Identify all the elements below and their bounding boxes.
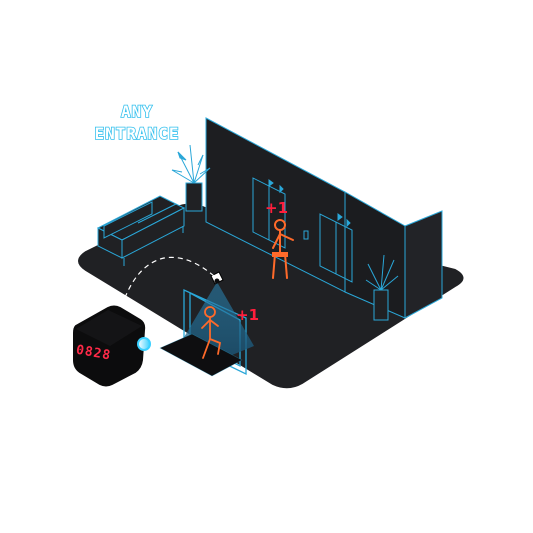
potted-plant-icon <box>365 254 399 321</box>
headline-any: ANY <box>121 102 153 121</box>
sofa-icon <box>96 195 186 266</box>
potted-plant-icon <box>171 144 211 212</box>
counter-display: 0828 <box>75 343 112 364</box>
side-wall-right <box>404 210 443 319</box>
door-plus-badge: +1 <box>236 306 259 324</box>
person-icon <box>272 219 294 279</box>
sensor-icon <box>210 271 224 285</box>
elevator-icon <box>252 177 286 249</box>
people-counter-device-icon: 0828 <box>73 305 151 387</box>
person-icon <box>201 306 222 359</box>
status-led <box>137 337 151 351</box>
headline-entrance: ENTRANCE <box>94 124 179 143</box>
elevator-icon <box>303 213 353 283</box>
wireless-link-arc <box>123 256 215 301</box>
elevator-plus-badge: +1 <box>265 199 288 217</box>
door-mat <box>159 333 243 377</box>
